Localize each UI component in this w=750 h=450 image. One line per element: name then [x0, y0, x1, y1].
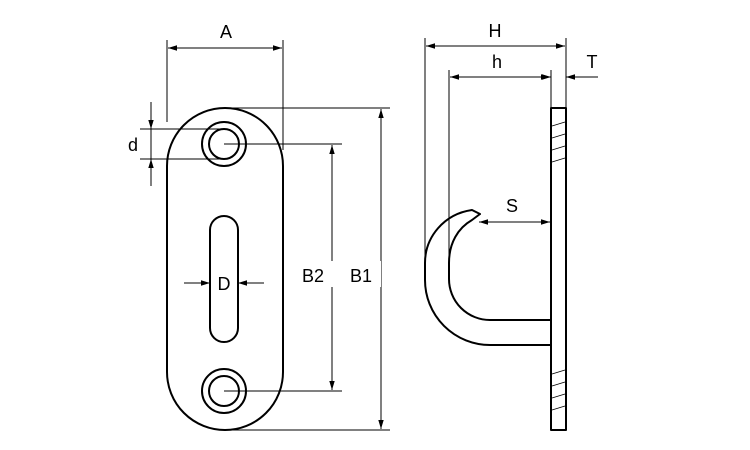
plate-hole-hatching	[551, 121, 566, 411]
side-view: H h T S	[424, 21, 598, 431]
dimension-T: T	[528, 52, 598, 80]
label-h: h	[492, 52, 502, 72]
label-B1: B1	[350, 266, 372, 286]
center-slot	[209, 215, 239, 343]
label-T: T	[587, 52, 598, 72]
front-view: A d D B2	[128, 22, 390, 431]
plate-side-profile	[550, 107, 567, 431]
label-S: S	[506, 196, 518, 216]
dimension-B2: B2	[224, 143, 342, 392]
label-d: d	[128, 135, 138, 155]
dimension-H: H	[424, 21, 567, 263]
dimension-D: D	[184, 274, 264, 294]
label-A: A	[220, 22, 232, 42]
label-D: D	[218, 274, 231, 294]
label-B2: B2	[302, 266, 324, 286]
dimension-A: A	[166, 22, 284, 150]
dimension-h: h	[448, 52, 552, 263]
hook-profile	[424, 209, 552, 346]
label-H: H	[489, 21, 502, 41]
dimension-S: S	[479, 196, 550, 225]
dimension-B1: B1	[224, 107, 390, 431]
base-plate-outline	[166, 107, 284, 431]
dimension-d: d	[128, 102, 224, 186]
